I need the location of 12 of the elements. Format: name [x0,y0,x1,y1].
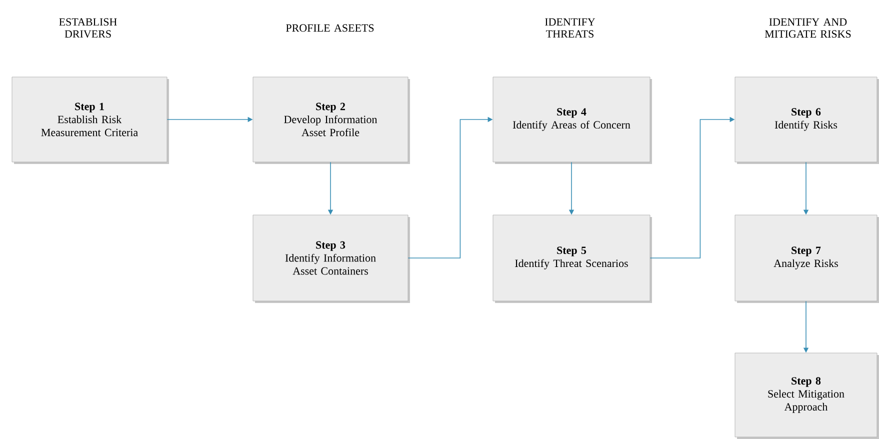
column-heading: PROFILE ASEETS [286,24,374,32]
step-box: Step 5 Identify Threat Scenarios [492,214,650,302]
step-box: Step 8 Select Mitigation Approach [734,352,878,438]
column-heading: ESTABLISH DRIVERS [59,18,117,38]
step-box: Step 3 Identify Information Asset Containers [252,214,408,302]
step-box: Step 7 Analyze Risks [734,214,878,302]
step-box: Step 4 Identify Areas of Concern [492,76,650,162]
step-box: Step 6 Identify Risks [734,76,878,162]
step-box: Step 1 Establish Risk Measurement Criteria [12,76,168,162]
step-box: Step 2 Develop Information Asset Profile [252,76,408,162]
column-heading: IDENTIFY THREATS [545,18,596,38]
column-heading: IDENTIFY AND MITIGATE RISKS [764,18,851,38]
